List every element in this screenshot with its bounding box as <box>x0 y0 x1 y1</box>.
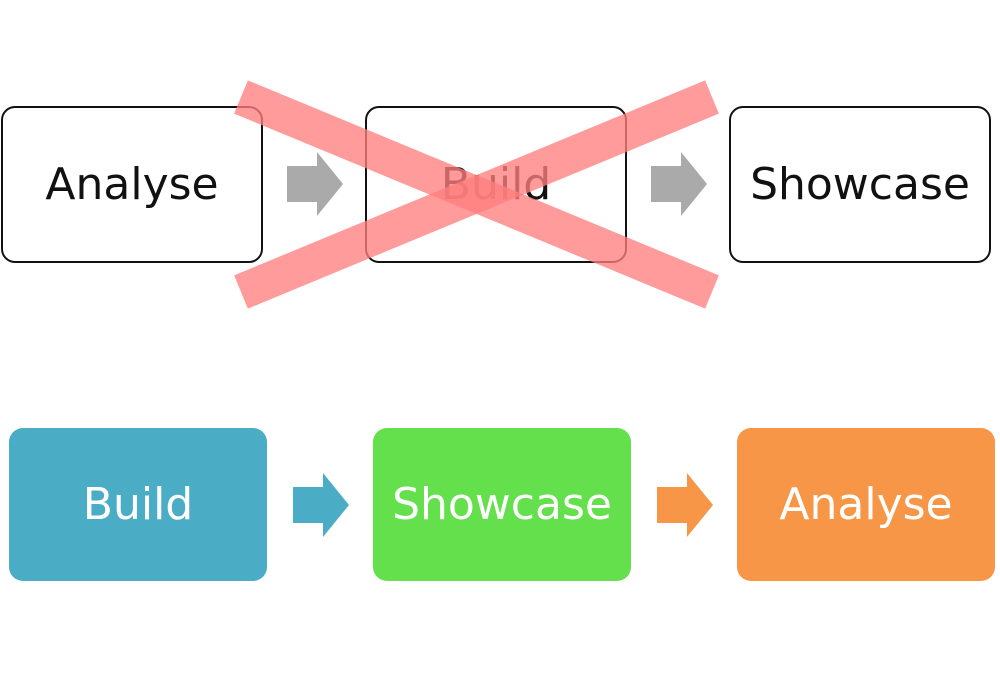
old-step-label: Build <box>440 159 552 210</box>
new-arrow-right-icon <box>293 473 349 537</box>
old-arrow-right-icon <box>287 152 343 216</box>
new-step-analyse: Analyse <box>737 428 995 581</box>
new-step-label: Showcase <box>392 479 612 530</box>
old-step-label: Analyse <box>45 159 219 210</box>
old-arrow-right-icon <box>651 152 707 216</box>
new-arrow-right-icon <box>657 473 713 537</box>
new-step-label: Build <box>82 479 194 530</box>
old-step-analyse: Analyse <box>1 106 263 263</box>
old-step-build: Build <box>365 106 627 263</box>
new-step-showcase: Showcase <box>373 428 631 581</box>
new-step-label: Analyse <box>779 479 953 530</box>
old-step-label: Showcase <box>750 159 970 210</box>
old-step-showcase: Showcase <box>729 106 991 263</box>
new-step-build: Build <box>9 428 267 581</box>
